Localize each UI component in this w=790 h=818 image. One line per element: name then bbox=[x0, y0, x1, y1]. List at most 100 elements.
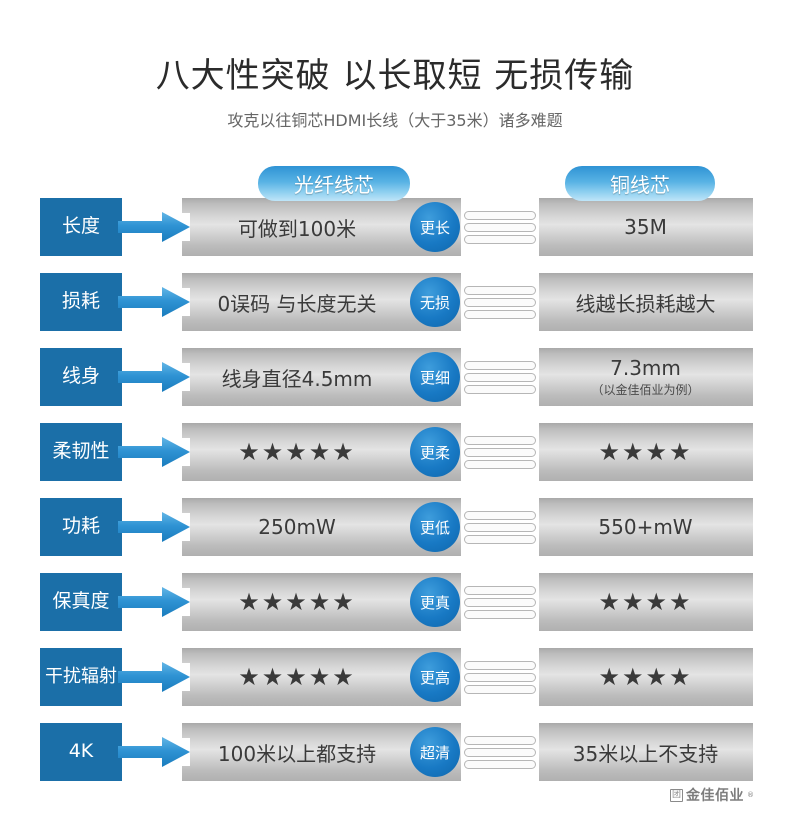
comparison-row: 干扰辐射 ★★★★★ 更高 ★★★★ bbox=[0, 648, 790, 706]
chain-connector-icon bbox=[461, 498, 539, 556]
cell-right-value: ★★★★ bbox=[598, 663, 693, 691]
chain-link bbox=[464, 673, 536, 682]
cell-left-value: ★★★★★ bbox=[238, 588, 356, 616]
chain-connector-icon bbox=[461, 573, 539, 631]
chain-connector-icon bbox=[461, 423, 539, 481]
chain-link bbox=[464, 373, 536, 382]
row-label: 长度 bbox=[40, 198, 122, 256]
chain-link bbox=[464, 385, 536, 394]
advantage-badge: 更高 bbox=[410, 652, 460, 702]
chain-link bbox=[464, 235, 536, 244]
cell-right: ★★★★ bbox=[538, 648, 753, 706]
row-label: 损耗 bbox=[40, 273, 122, 331]
chain-link bbox=[464, 685, 536, 694]
row-label: 4K bbox=[40, 723, 122, 781]
cell-right: 550+mW bbox=[538, 498, 753, 556]
comparison-row: 柔韧性 ★★★★★ 更柔 ★★★★ bbox=[0, 423, 790, 481]
chain-link bbox=[464, 610, 536, 619]
arrow-icon bbox=[118, 437, 190, 467]
cell-right-value: ★★★★ bbox=[598, 588, 693, 616]
cell-left-value: 线身直径4.5mm bbox=[221, 366, 373, 391]
chain-link bbox=[464, 586, 536, 595]
page-title: 八大性突破 以长取短 无损传输 bbox=[155, 56, 635, 96]
cell-left-value: ★★★★★ bbox=[238, 663, 356, 691]
chain-link bbox=[464, 310, 536, 319]
chain-link bbox=[464, 448, 536, 457]
cell-right-value: 7.3mm bbox=[610, 356, 681, 380]
advantage-badge: 超清 bbox=[410, 727, 460, 777]
arrow-icon bbox=[118, 212, 190, 242]
cell-left: 线身直径4.5mm bbox=[182, 348, 412, 406]
cell-left-value: 可做到100米 bbox=[237, 216, 357, 241]
advantage-badge: 更低 bbox=[410, 502, 460, 552]
cell-right: 35米以上不支持 bbox=[538, 723, 753, 781]
cell-left-value: ★★★★★ bbox=[238, 438, 356, 466]
arrow-icon bbox=[118, 587, 190, 617]
row-label: 线身 bbox=[40, 348, 122, 406]
arrow-icon bbox=[118, 512, 190, 542]
cell-left: 100米以上都支持 bbox=[182, 723, 412, 781]
comparison-row: 保真度 ★★★★★ 更真 ★★★★ bbox=[0, 573, 790, 631]
comparison-row: 功耗 250mW 更低 550+mW bbox=[0, 498, 790, 556]
chain-link bbox=[464, 748, 536, 757]
cell-right-value: 35米以上不支持 bbox=[572, 741, 719, 766]
row-label: 柔韧性 bbox=[40, 423, 122, 481]
chain-link bbox=[464, 760, 536, 769]
chain-link bbox=[464, 361, 536, 370]
cell-right-value: 35M bbox=[624, 215, 667, 239]
registered-trademark-icon: ® bbox=[747, 791, 754, 799]
chain-link bbox=[464, 211, 536, 220]
advantage-badge: 更细 bbox=[410, 352, 460, 402]
cell-right-subnote: （以金佳佰业为例） bbox=[591, 383, 700, 397]
arrow-icon bbox=[118, 362, 190, 392]
cell-left-value: 100米以上都支持 bbox=[217, 741, 377, 766]
chain-link bbox=[464, 598, 536, 607]
footer-logo: 团 金佳佰业 ® bbox=[670, 785, 754, 805]
chain-link bbox=[464, 436, 536, 445]
chain-link bbox=[464, 661, 536, 670]
chain-link bbox=[464, 511, 536, 520]
chain-link bbox=[464, 460, 536, 469]
chain-link bbox=[464, 298, 536, 307]
cell-right-value: 550+mW bbox=[598, 515, 693, 539]
chain-connector-icon bbox=[461, 723, 539, 781]
comparison-row: 4K 100米以上都支持 超清 35米以上不支持 bbox=[0, 723, 790, 781]
cell-right-value: ★★★★ bbox=[598, 438, 693, 466]
cell-left-value: 250mW bbox=[258, 515, 336, 539]
row-label: 功耗 bbox=[40, 498, 122, 556]
advantage-badge: 无损 bbox=[410, 277, 460, 327]
advantage-badge: 更柔 bbox=[410, 427, 460, 477]
arrow-icon bbox=[118, 737, 190, 767]
brand-mark-icon: 团 bbox=[670, 788, 683, 802]
cell-right: 线越长损耗越大 bbox=[538, 273, 753, 331]
cell-right-value: 线越长损耗越大 bbox=[575, 291, 716, 316]
page-subtitle: 攻克以往铜芯HDMI长线（大于35米）诸多难题 bbox=[227, 111, 563, 130]
cell-right: 35M bbox=[538, 198, 753, 256]
column-header-copper: 铜线芯 bbox=[565, 166, 715, 201]
cell-left: ★★★★★ bbox=[182, 423, 412, 481]
chain-link bbox=[464, 286, 536, 295]
row-label: 保真度 bbox=[40, 573, 122, 631]
column-header-fiber: 光纤线芯 bbox=[258, 166, 410, 201]
chain-connector-icon bbox=[461, 648, 539, 706]
chain-link bbox=[464, 535, 536, 544]
advantage-badge: 更长 bbox=[410, 202, 460, 252]
row-label: 干扰辐射 bbox=[40, 648, 122, 706]
advantage-badge: 更真 bbox=[410, 577, 460, 627]
cell-left-value: 0误码 与长度无关 bbox=[217, 291, 377, 316]
cell-left: 可做到100米 bbox=[182, 198, 412, 256]
brand-name: 金佳佰业 bbox=[686, 788, 744, 804]
cell-right: ★★★★ bbox=[538, 423, 753, 481]
cell-right: ★★★★ bbox=[538, 573, 753, 631]
chain-link bbox=[464, 523, 536, 532]
chain-link bbox=[464, 736, 536, 745]
comparison-row: 线身 线身直径4.5mm 更细 7.3mm （以金佳佰业为例） bbox=[0, 348, 790, 406]
arrow-icon bbox=[118, 662, 190, 692]
chain-link bbox=[464, 223, 536, 232]
chain-connector-icon bbox=[461, 198, 539, 256]
cell-right: 7.3mm （以金佳佰业为例） bbox=[538, 348, 753, 406]
chain-connector-icon bbox=[461, 348, 539, 406]
chain-connector-icon bbox=[461, 273, 539, 331]
comparison-row: 长度 可做到100米 更长 35M bbox=[0, 198, 790, 256]
